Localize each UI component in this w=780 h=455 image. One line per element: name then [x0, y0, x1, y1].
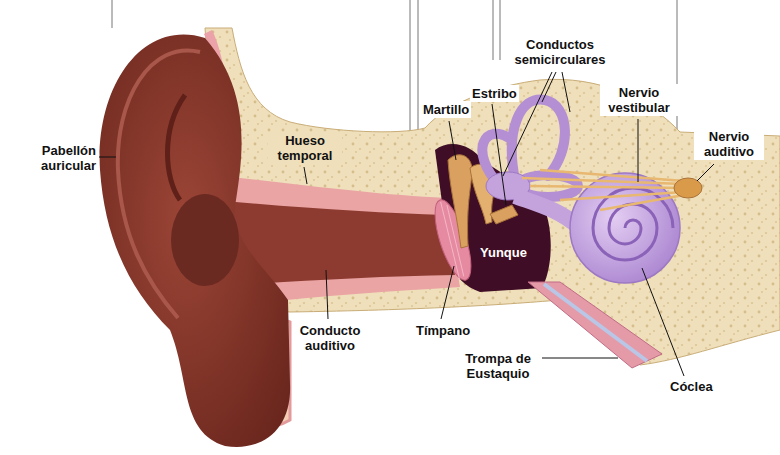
leader-line	[99, 72, 714, 376]
part-label: Conductos semicirculares	[506, 36, 614, 68]
part-label: Hueso temporal	[268, 132, 342, 164]
part-label: Trompa de Eustaquio	[454, 350, 542, 382]
nerve-fibers	[522, 170, 684, 210]
part-label: Nervio auditivo	[694, 128, 764, 160]
auditory-nerve	[674, 178, 702, 198]
concha	[171, 194, 239, 286]
part-label: Cóclea	[668, 378, 715, 395]
part-label: Martillo	[421, 101, 471, 118]
eustachian-lumen	[544, 284, 647, 361]
part-label: Yunque	[478, 244, 529, 261]
part-label: Conducto auditivo	[292, 322, 368, 354]
part-label: Pabellón auricular	[28, 142, 98, 174]
temporal-bone	[205, 28, 780, 365]
part-label: Estribo	[470, 85, 519, 102]
pinna	[100, 35, 290, 447]
eustachian-tube	[528, 282, 662, 368]
cochlea	[570, 173, 680, 283]
part-label: Tímpano	[414, 322, 472, 339]
stapes	[490, 205, 518, 224]
antihelix	[168, 95, 186, 200]
part-label: Nervio vestibular	[600, 84, 678, 116]
malleus	[448, 155, 472, 248]
